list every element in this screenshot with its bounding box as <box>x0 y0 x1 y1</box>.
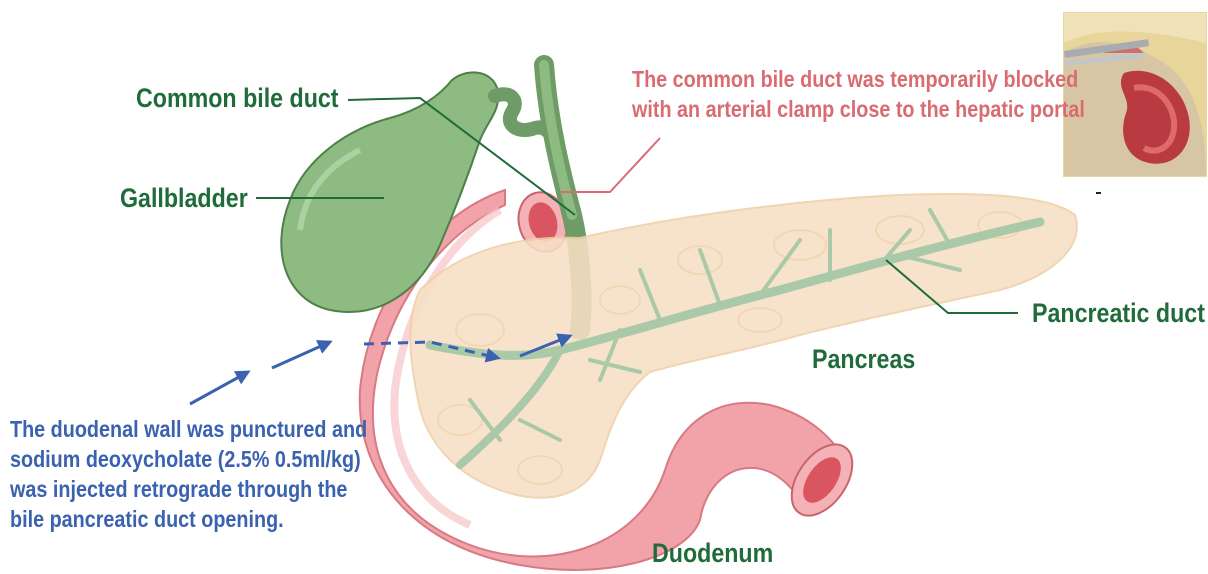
clamp-note-leader <box>560 138 660 192</box>
gallbladder-label: Gallbladder <box>120 183 248 214</box>
injection-note-line-2: sodium deoxycholate (2.5% 0.5ml/kg) <box>10 444 367 474</box>
photo-caption-mark <box>1096 192 1101 194</box>
common-bile-duct-label: Common bile duct <box>136 83 339 114</box>
injection-note-line-4: bile pancreatic duct opening. <box>10 504 367 534</box>
injection-arrow-2 <box>272 342 330 368</box>
injection-note: The duodenal wall was punctured and sodi… <box>10 414 367 534</box>
duodenum-label: Duodenum <box>652 538 773 569</box>
clamp-note-line-2: with an arterial clamp close to the hepa… <box>632 94 1085 124</box>
clamp-note: The common bile duct was temporarily blo… <box>632 64 1085 124</box>
injection-arrow-1 <box>190 372 248 404</box>
injection-note-line-1: The duodenal wall was punctured and <box>10 414 367 444</box>
pancreas-label: Pancreas <box>812 344 915 375</box>
pancreatic-duct-label: Pancreatic duct <box>1032 298 1205 329</box>
clamp-note-line-1: The common bile duct was temporarily blo… <box>632 64 1085 94</box>
injection-note-line-3: was injected retrograde through the <box>10 474 367 504</box>
